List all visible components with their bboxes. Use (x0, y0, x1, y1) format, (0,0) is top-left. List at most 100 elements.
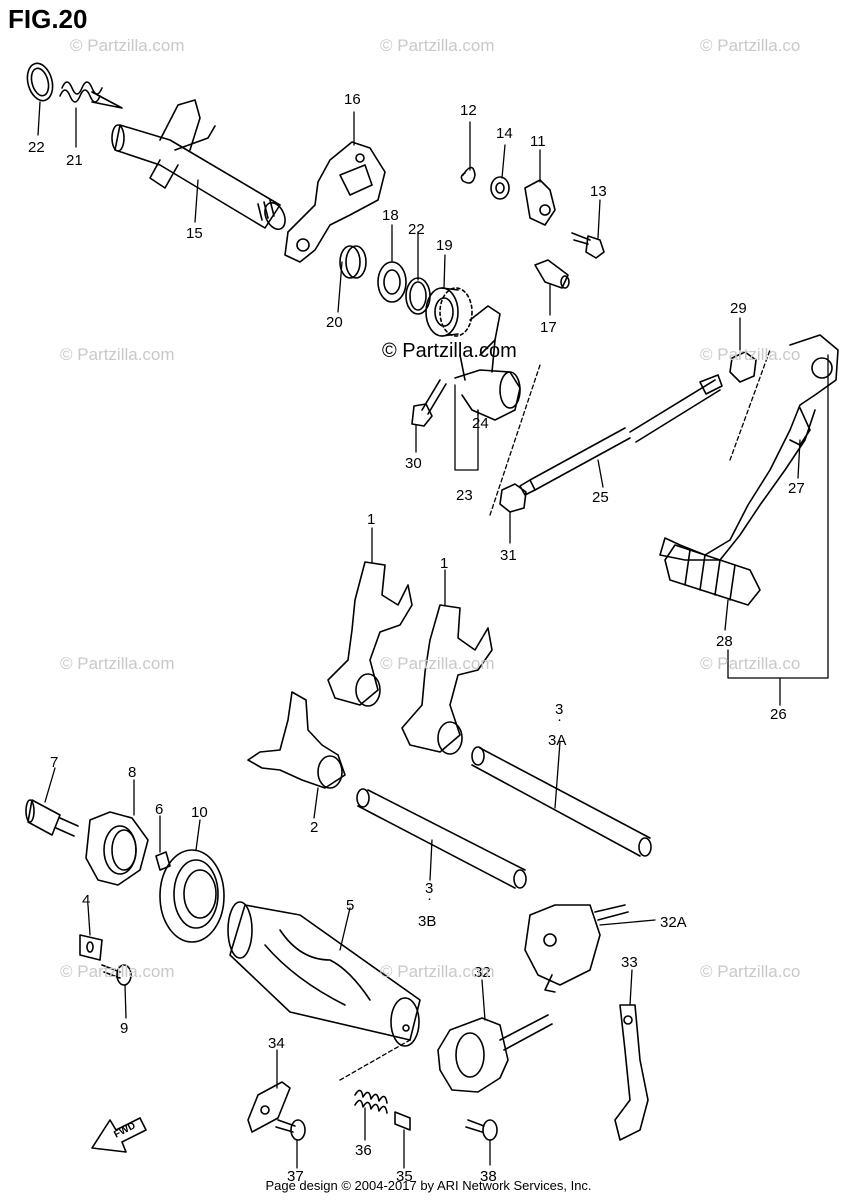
callout-25: 25 (592, 489, 609, 506)
part-10-bearing (159, 849, 225, 943)
part-21-spring (59, 81, 123, 109)
part-29-nut (729, 351, 757, 383)
callout-30: 30 (405, 455, 422, 472)
part-11-stopper-arm (524, 179, 556, 226)
footer-credit: Page design © 2004-2017 by ARI Network S… (265, 1178, 592, 1193)
callout-27: 27 (788, 480, 805, 497)
part-33-clamp (614, 1004, 649, 1141)
part-16-cam-driver (284, 141, 386, 263)
callout-18: 18 (382, 207, 399, 224)
watermark: © Partzilla.com (70, 36, 185, 55)
callout-29: 29 (730, 300, 747, 317)
part-36-spring (354, 1089, 388, 1114)
part-38-screw (465, 1119, 498, 1141)
callout-12: 12 (460, 102, 477, 119)
callout-22-b: 22 (408, 221, 425, 238)
part-8-cam-stopper-plate (85, 811, 149, 886)
callout-21: 21 (66, 152, 83, 169)
callout-3-b-dot: · (427, 890, 432, 907)
callout-24: 24 (472, 415, 489, 432)
callout-8: 8 (128, 764, 136, 781)
callout-1-b: 1 (440, 555, 448, 572)
callout-28: 28 (716, 633, 733, 650)
callout-36: 36 (355, 1142, 372, 1159)
callout-2: 2 (310, 819, 318, 836)
part-25-shift-rod (519, 374, 723, 496)
part-27-shift-lever (659, 334, 839, 561)
callout-26: 26 (770, 706, 787, 723)
callout-35: 35 (396, 1168, 413, 1185)
callout-32: 32 (474, 964, 491, 981)
callout-14: 14 (496, 125, 513, 142)
part-24-gearshift-arm (454, 305, 521, 421)
callout-3-a: 3 (555, 701, 563, 718)
watermark: © Partzilla.com (380, 36, 495, 55)
watermark-edge: © Partzilla.co (700, 345, 801, 364)
callout-7: 7 (50, 754, 58, 771)
callout-3b: 3B (418, 913, 436, 930)
callout-3-a-dot: · (557, 711, 562, 728)
watermark: © Partzilla.com (380, 654, 495, 673)
callout-33: 33 (621, 954, 638, 971)
callout-32a: 32A (660, 914, 687, 931)
part-15-gearshift-shaft (111, 99, 286, 231)
callout-19: 19 (436, 237, 453, 254)
callout-16: 16 (344, 91, 361, 108)
part-34-plate (247, 1081, 291, 1133)
watermark-edge: © Partzilla.co (700, 654, 801, 673)
part-6-dowel (155, 851, 171, 871)
callout-23: 23 (456, 487, 473, 504)
callout-22: 22 (28, 139, 45, 156)
callout-6: 6 (155, 801, 163, 818)
part-12-clip (460, 166, 476, 184)
part-7-cam-pin (25, 799, 79, 837)
figure-title: FIG.20 (8, 4, 88, 34)
callout-11: 11 (530, 133, 546, 150)
center-watermark: © Partzilla.com (382, 340, 517, 362)
part-2-shift-fork (247, 691, 346, 789)
part-3a-shift-fork-rod (471, 746, 652, 857)
part-1-shift-fork-a (327, 561, 413, 707)
callout-13: 13 (590, 183, 607, 200)
callout-38: 38 (480, 1168, 497, 1185)
watermark: © Partzilla.com (60, 962, 175, 981)
watermark: © Partzilla.com (60, 654, 175, 673)
part-1-shift-fork-b (401, 604, 493, 755)
watermark-edge: © Partzilla.co (700, 962, 801, 981)
part-35-pin (394, 1111, 411, 1131)
watermark: © Partzilla.com (60, 345, 175, 364)
fwd-arrow-icon: FWD (91, 1117, 147, 1153)
part-30-bolt (411, 379, 447, 427)
callout-1-a: 1 (367, 511, 375, 528)
part-20-spacer (339, 245, 367, 279)
part-32a-sensor (524, 904, 629, 993)
callout-9: 9 (120, 1020, 128, 1037)
callout-20: 20 (326, 314, 343, 331)
part-17-pin (534, 259, 570, 289)
callout-17: 17 (540, 319, 557, 336)
part-9-screw (101, 964, 132, 986)
part-37-screw (275, 1119, 306, 1141)
callout-37: 37 (287, 1168, 304, 1185)
part-22-circlip (26, 62, 54, 102)
callout-34: 34 (268, 1035, 285, 1052)
leader-lines (37, 101, 829, 1169)
part-3b-shift-fork-rod (356, 788, 527, 889)
part-31-nut (499, 483, 527, 513)
part-18-washer (377, 261, 407, 303)
part-13-bolt (571, 232, 605, 259)
callout-3a: 3A (548, 732, 566, 749)
watermark: © Partzilla.com (380, 962, 495, 981)
callout-15: 15 (186, 225, 203, 242)
watermark-edge: © Partzilla.co (700, 36, 801, 55)
callout-labels: 22 21 15 16 12 14 11 13 18 22 19 20 17 2… (28, 91, 805, 1185)
callout-3-b: 3 (425, 880, 433, 897)
callout-31: 31 (500, 547, 517, 564)
callout-10: 10 (191, 804, 208, 821)
part-28-footpeg-rubber (664, 544, 761, 606)
part-4-stopper (79, 934, 103, 961)
part-19-oil-seal (425, 287, 473, 337)
part-32-sensor (437, 1014, 553, 1093)
